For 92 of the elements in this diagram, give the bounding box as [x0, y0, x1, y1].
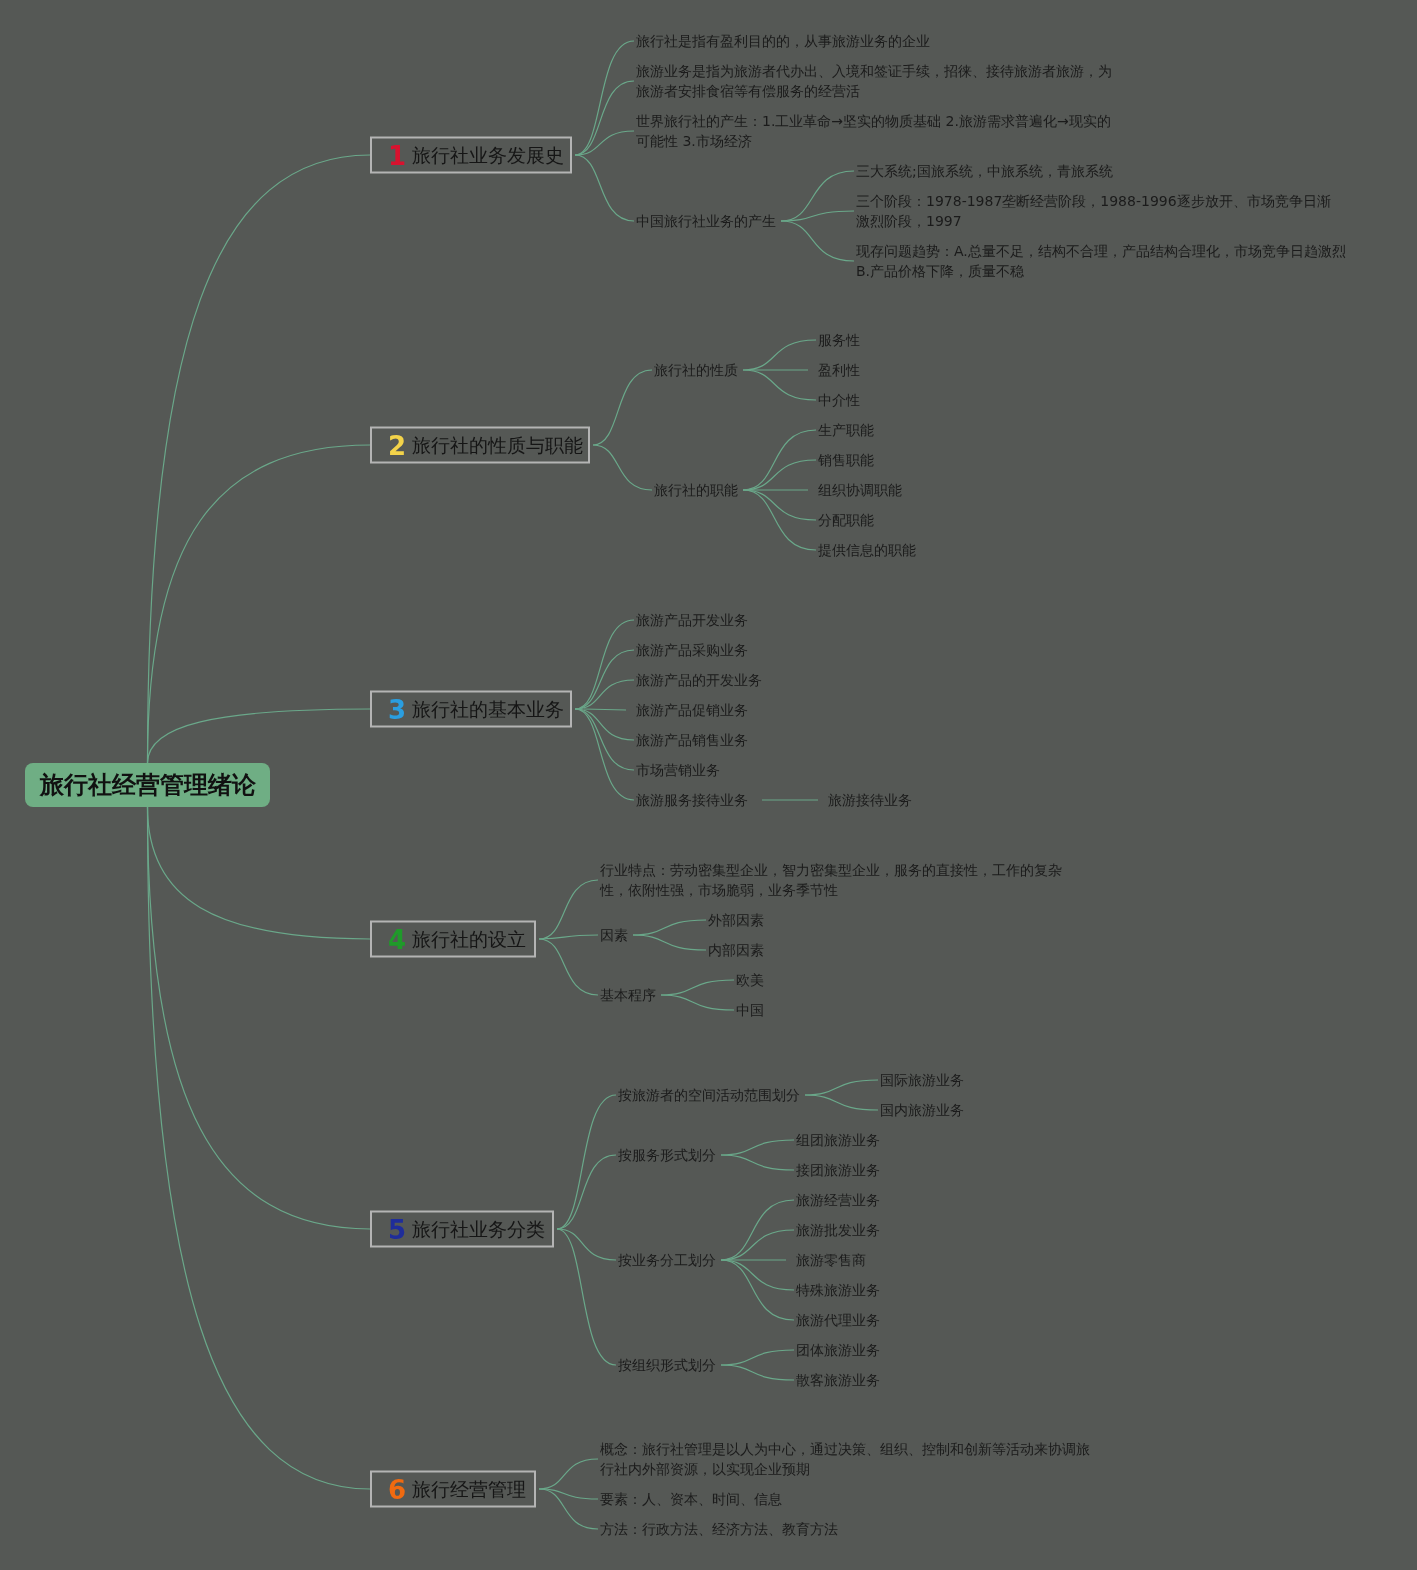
- topic-text: 旅游经营业务: [794, 1190, 882, 1210]
- topic-text: 旅游产品销售业务: [634, 730, 750, 750]
- connector-line: [720, 1154, 795, 1171]
- connector-line: [751, 369, 809, 371]
- topic-text: 特殊旅游业务: [794, 1280, 882, 1300]
- branch-number: 3: [388, 694, 407, 724]
- connector-line: [761, 799, 819, 801]
- branch-box: [370, 1470, 536, 1508]
- topic-text: 销售职能: [816, 450, 876, 470]
- connector-line: [538, 938, 599, 996]
- root-topic: 旅行社经营管理绪论: [25, 763, 270, 807]
- topic-text: 按旅游者的空间活动范围划分: [616, 1085, 802, 1105]
- topic-text: 旅游产品的开发业务: [634, 670, 764, 690]
- branch-number: 4: [388, 924, 407, 954]
- topic-text: 生产职能: [816, 420, 876, 440]
- topic-text: 旅行社的职能: [652, 480, 740, 500]
- connector-line: [592, 369, 653, 446]
- connector-line: [146, 806, 371, 1490]
- branch-number: 1: [388, 140, 407, 170]
- branch-number: 6: [388, 1474, 407, 1504]
- topic-text: 团体旅游业务: [794, 1340, 882, 1360]
- topic-text: 旅游服务接待业务: [634, 790, 750, 810]
- connector-line: [720, 1364, 795, 1381]
- topic-text: 中国: [734, 1000, 766, 1020]
- topic-text: 方法：行政方法、经济方法、教育方法: [598, 1519, 840, 1539]
- topic-text: 散客旅游业务: [794, 1370, 882, 1390]
- topic-text: 分配职能: [816, 510, 876, 530]
- connector-line: [632, 934, 707, 951]
- topic-text: 接团旅游业务: [794, 1160, 882, 1180]
- topic-text: 国际旅游业务: [878, 1070, 966, 1090]
- connector-line: [146, 708, 371, 764]
- topic-text: 旅游接待业务: [826, 790, 914, 810]
- topic-text: 中介性: [816, 390, 862, 410]
- branch-box: [370, 426, 590, 464]
- topic-text: 世界旅行社的产生：1.工业革命→坚实的物质基础 2.旅游需求普遍化→现实的可能性 3.市场经济: [634, 111, 1124, 151]
- branch-number: 2: [388, 430, 407, 460]
- topic-text: 内部因素: [706, 940, 766, 960]
- connector-line: [556, 1228, 617, 1261]
- connector-line: [720, 1259, 795, 1291]
- connector-line: [583, 708, 627, 711]
- topic-text: 服务性: [816, 330, 862, 350]
- topic-text: 外部因素: [706, 910, 766, 930]
- topic-text: 旅游产品采购业务: [634, 640, 750, 660]
- connector-line: [729, 1259, 787, 1261]
- branch-title: 旅行社的性质与职能: [412, 432, 584, 457]
- topic-text: 旅行社是指有盈利目的的，从事旅游业务的企业: [634, 31, 932, 51]
- topic-text: 欧美: [734, 970, 766, 990]
- topic-text: 中国旅行社业务的产生: [634, 211, 778, 231]
- topic-text: 基本程序: [598, 985, 658, 1005]
- topic-text: 旅游产品开发业务: [634, 610, 750, 630]
- topic-text: 组织协调职能: [816, 480, 904, 500]
- connector-line: [556, 1228, 617, 1366]
- connector-line: [742, 489, 817, 551]
- branch-title: 旅行社业务发展史: [412, 142, 565, 167]
- topic-text: 按服务形式划分: [616, 1145, 718, 1165]
- connector-line: [538, 1488, 599, 1530]
- connector-line: [538, 1488, 599, 1500]
- topic-text: 按组织形式划分: [616, 1355, 718, 1375]
- topic-text: 旅行社的性质: [652, 360, 740, 380]
- topic-text: 旅游零售商: [794, 1250, 868, 1270]
- branch-box: [370, 136, 572, 174]
- connector-line: [574, 708, 635, 741]
- connector-line: [538, 934, 599, 940]
- branch-box: [370, 690, 572, 728]
- connector-line: [660, 994, 735, 1011]
- topic-text: 市场营销业务: [634, 760, 722, 780]
- connector-line: [751, 489, 809, 491]
- branch-box: [370, 1210, 554, 1248]
- connector-line: [780, 220, 855, 262]
- connector-line: [742, 489, 817, 521]
- connector-line: [804, 1094, 879, 1111]
- branch-title: 旅行社的基本业务: [412, 696, 565, 721]
- branch-title: 旅行经营管理: [412, 1476, 527, 1501]
- connector-line: [574, 154, 635, 222]
- topic-text: 按业务分工划分: [616, 1250, 718, 1270]
- topic-text: 组团旅游业务: [794, 1130, 882, 1150]
- topic-text: 国内旅游业务: [878, 1100, 966, 1120]
- branch-number: 5: [388, 1214, 407, 1244]
- topic-text: 行业特点：劳动密集型企业，智力密集型企业，服务的直接性，工作的复杂性，依附性强，市场脆弱，业务季节性: [598, 860, 1088, 900]
- branch-title: 旅行社业务分类: [412, 1216, 546, 1241]
- branch-title: 旅行社的设立: [412, 926, 527, 951]
- topic-text: 因素: [598, 925, 630, 945]
- connector-line: [592, 444, 653, 491]
- topic-text: 提供信息的职能: [816, 540, 918, 560]
- connector-line: [742, 369, 817, 401]
- connector-line: [720, 1259, 795, 1321]
- topic-text: 盈利性: [816, 360, 862, 380]
- branch-box: [370, 920, 536, 958]
- topic-text: 旅游产品促销业务: [634, 700, 750, 720]
- connector-line: [574, 130, 635, 156]
- topic-text: 要素：人、资本、时间、信息: [598, 1489, 784, 1509]
- topic-text: 旅游批发业务: [794, 1220, 882, 1240]
